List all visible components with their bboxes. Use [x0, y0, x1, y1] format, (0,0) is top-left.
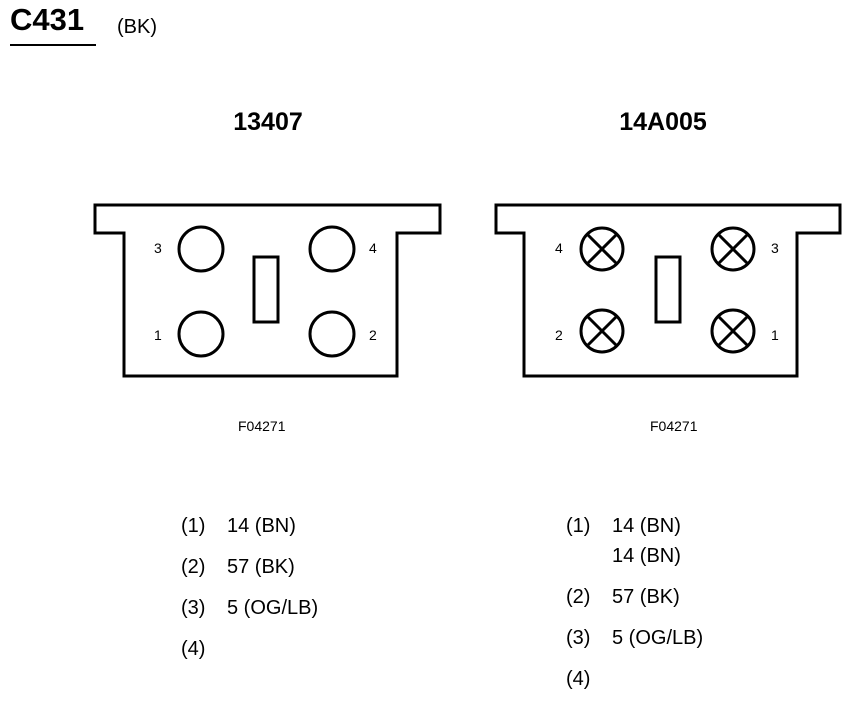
pin-row-4: (4) [181, 634, 318, 664]
left-pin-3-circle [177, 225, 225, 273]
right-pin-4-terminal [579, 226, 625, 272]
left-part-number: 13407 [233, 108, 303, 136]
left-figure-id: F04271 [238, 418, 286, 434]
right-figure-id: F04271 [650, 418, 698, 434]
left-connector-housing [93, 203, 442, 378]
pin-row-2: (2) 57 (BK) [566, 582, 703, 612]
right-pin-label-4: 4 [555, 240, 563, 256]
wire-label: 5 (OG/LB) [227, 597, 319, 619]
pin-index: (3) [566, 627, 591, 649]
pin-row-2: (2) 57 (BK) [181, 552, 318, 582]
right-key-slot [654, 255, 682, 324]
pin-index: (2) [566, 586, 591, 608]
wire-label: 14 (BN) [612, 545, 681, 567]
right-pin-3-terminal [710, 226, 756, 272]
left-pin-label-3: 3 [154, 240, 162, 256]
left-key-slot [252, 255, 280, 324]
wire-label: 57 (BK) [227, 556, 295, 578]
right-connector-view: 4 3 2 1 F04271 [494, 203, 842, 434]
pin-index: (4) [566, 668, 591, 690]
right-pin-label-2: 2 [555, 327, 563, 343]
wire-label: 5 (OG/LB) [612, 627, 704, 649]
pin-row-4: (4) [566, 664, 703, 694]
pin-row-3: (3) 5 (OG/LB) [181, 593, 318, 623]
right-pin-2-terminal [579, 308, 625, 354]
wire-label: 57 (BK) [612, 586, 680, 608]
right-connector-housing [494, 203, 842, 378]
pin-index: (2) [181, 556, 206, 578]
right-pin-list: (1) 14 (BN) 14 (BN) (2) 57 (BK) (3) 5 (O… [566, 511, 703, 705]
pin-index: (1) [566, 515, 591, 537]
left-pin-4-circle [308, 225, 356, 273]
right-pin-label-3: 3 [771, 240, 779, 256]
connector-color: (BK) [117, 16, 157, 38]
pin-row-1: (1) 14 (BN) 14 (BN) [566, 511, 703, 571]
pin-row-3: (3) 5 (OG/LB) [566, 623, 703, 653]
left-pin-label-4: 4 [369, 240, 377, 256]
wire-label: 14 (BN) [612, 515, 681, 537]
connector-id-underline [10, 44, 96, 46]
pin-row-1: (1) 14 (BN) [181, 511, 318, 541]
left-pin-2-circle [308, 310, 356, 358]
right-pin-1-terminal [710, 308, 756, 354]
wire-label: 14 (BN) [227, 515, 296, 537]
pin-index: (1) [181, 515, 206, 537]
left-pin-label-2: 2 [369, 327, 377, 343]
right-pin-label-1: 1 [771, 327, 779, 343]
left-pin-label-1: 1 [154, 327, 162, 343]
right-part-number: 14A005 [619, 108, 707, 136]
pin-index: (4) [181, 638, 206, 660]
pin-index: (3) [181, 597, 206, 619]
left-pin-list: (1) 14 (BN) (2) 57 (BK) (3) 5 (OG/LB) (4… [181, 511, 318, 675]
left-connector-view: 3 4 1 2 F04271 [93, 203, 442, 434]
left-pin-1-circle [177, 310, 225, 358]
connector-id: C431 [10, 2, 85, 37]
